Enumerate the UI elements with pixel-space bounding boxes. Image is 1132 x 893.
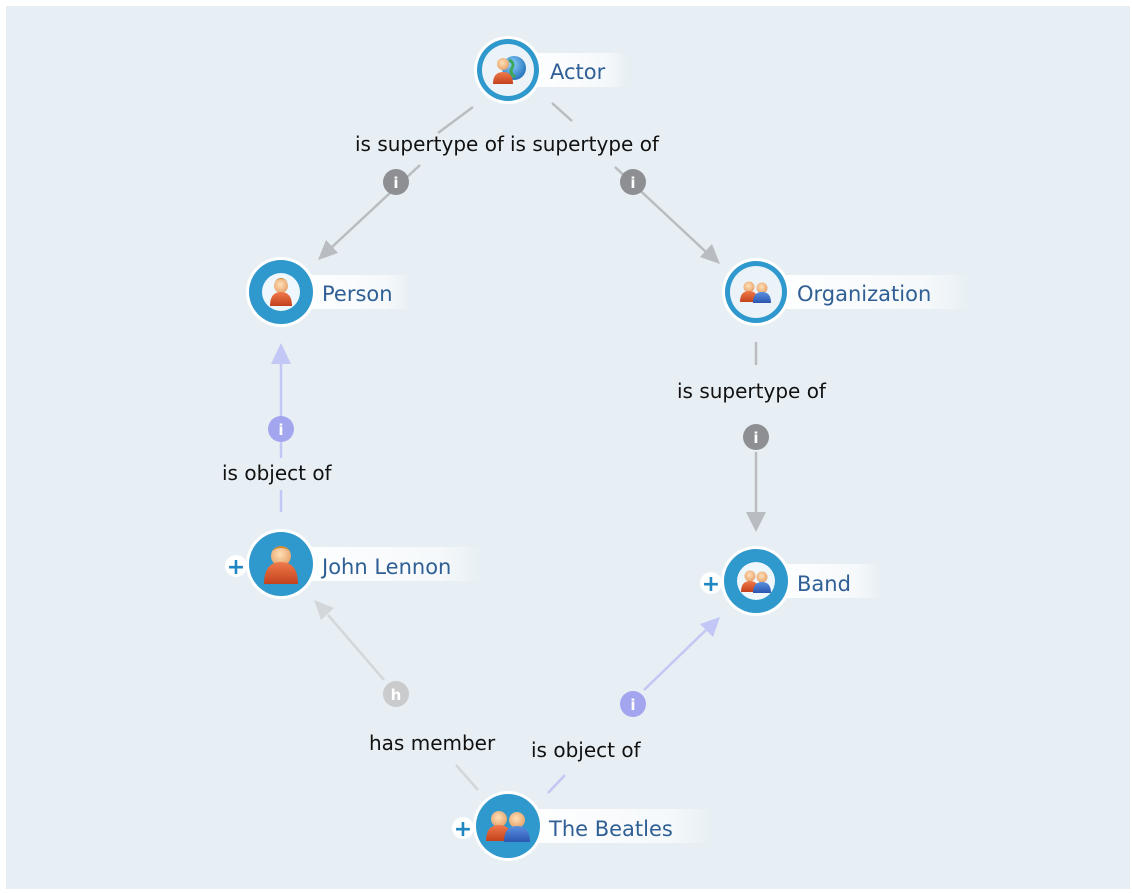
- node-person[interactable]: Person: [246, 257, 411, 327]
- label-backdrop: [538, 53, 628, 87]
- node-label: Organization: [797, 282, 931, 306]
- node-band[interactable]: + Band: [700, 546, 881, 616]
- actor-icon: [493, 56, 526, 84]
- info-marker-glyph: i: [753, 429, 758, 447]
- node-core: [476, 794, 540, 858]
- label-backdrop: [311, 547, 481, 581]
- label-backdrop: [786, 564, 881, 598]
- edge-label-organization-band: is supertype of: [677, 379, 827, 403]
- arrowhead: [746, 512, 766, 532]
- node-organization[interactable]: Organization: [722, 258, 971, 326]
- edge-label-actor-person: is supertype of: [355, 132, 505, 156]
- group-icon: [740, 281, 771, 303]
- group-icon: [741, 570, 771, 593]
- expand-button[interactable]: +: [225, 555, 247, 580]
- info-marker-icon: [743, 424, 769, 450]
- edge-beatles-band[interactable]: i is object of: [531, 617, 720, 794]
- edge-label-beatles-john: has member: [369, 731, 496, 755]
- edge-label-beatles-band: is object of: [531, 738, 642, 762]
- label-backdrop: [786, 275, 971, 309]
- nodes-layer: Actor Person: [225, 36, 971, 861]
- arrowhead: [314, 600, 334, 620]
- arrowhead: [700, 244, 720, 264]
- edge-beatles-john[interactable]: h has member: [314, 600, 496, 791]
- info-marker-icon: [620, 691, 646, 717]
- edge-line: [547, 774, 566, 794]
- node-label: Person: [322, 282, 393, 306]
- label-backdrop: [538, 809, 713, 843]
- edge-label-john-person: is object of: [222, 461, 333, 485]
- info-marker-glyph: i: [630, 174, 635, 192]
- info-marker-icon: [383, 169, 409, 195]
- person-icon: [270, 278, 292, 306]
- node-label: Actor: [550, 60, 606, 84]
- info-marker-icon: [620, 169, 646, 195]
- edge-line: [455, 764, 479, 791]
- node-core: [730, 266, 782, 318]
- plus-icon: +: [227, 555, 245, 580]
- info-marker-glyph: i: [393, 174, 398, 192]
- expand-button[interactable]: +: [700, 572, 722, 597]
- info-marker-icon: [268, 416, 294, 442]
- info-marker-glyph: h: [391, 686, 402, 704]
- node-label: Band: [797, 572, 851, 596]
- edge-line: [437, 105, 474, 135]
- edge-john-person[interactable]: i is object of: [222, 343, 333, 512]
- edge-label-actor-organization: is supertype of: [510, 132, 660, 156]
- info-marker-glyph: i: [630, 696, 635, 714]
- info-marker-icon: [383, 681, 409, 707]
- person-icon: [264, 546, 298, 584]
- icon-backdrop: [737, 562, 775, 600]
- plus-icon: +: [702, 572, 720, 597]
- group-icon: [486, 811, 530, 842]
- edge-organization-band[interactable]: i is supertype of: [677, 342, 827, 532]
- edge-actor-person[interactable]: i is supertype of: [318, 105, 505, 260]
- edge-line: [551, 102, 573, 122]
- expand-button[interactable]: +: [452, 817, 474, 842]
- node-actor[interactable]: Actor: [474, 36, 628, 104]
- edge-line: [643, 629, 707, 691]
- label-backdrop: [311, 275, 411, 309]
- arrowhead: [700, 617, 720, 637]
- node-label: The Beatles: [548, 817, 673, 841]
- arrowhead: [318, 240, 338, 260]
- node-label: John Lennon: [320, 555, 451, 579]
- edge-actor-organization[interactable]: i is supertype of: [510, 102, 720, 264]
- graph-canvas: [6, 6, 1130, 889]
- edge-line: [327, 614, 385, 681]
- plus-icon: +: [454, 817, 472, 842]
- node-the-beatles[interactable]: + The Beatles: [452, 791, 713, 861]
- node-john-lennon[interactable]: + John Lennon: [225, 529, 481, 599]
- info-marker-glyph: i: [278, 421, 283, 439]
- arrowhead: [271, 343, 291, 364]
- edges-layer: i is supertype of i is supertype of i is…: [222, 102, 827, 794]
